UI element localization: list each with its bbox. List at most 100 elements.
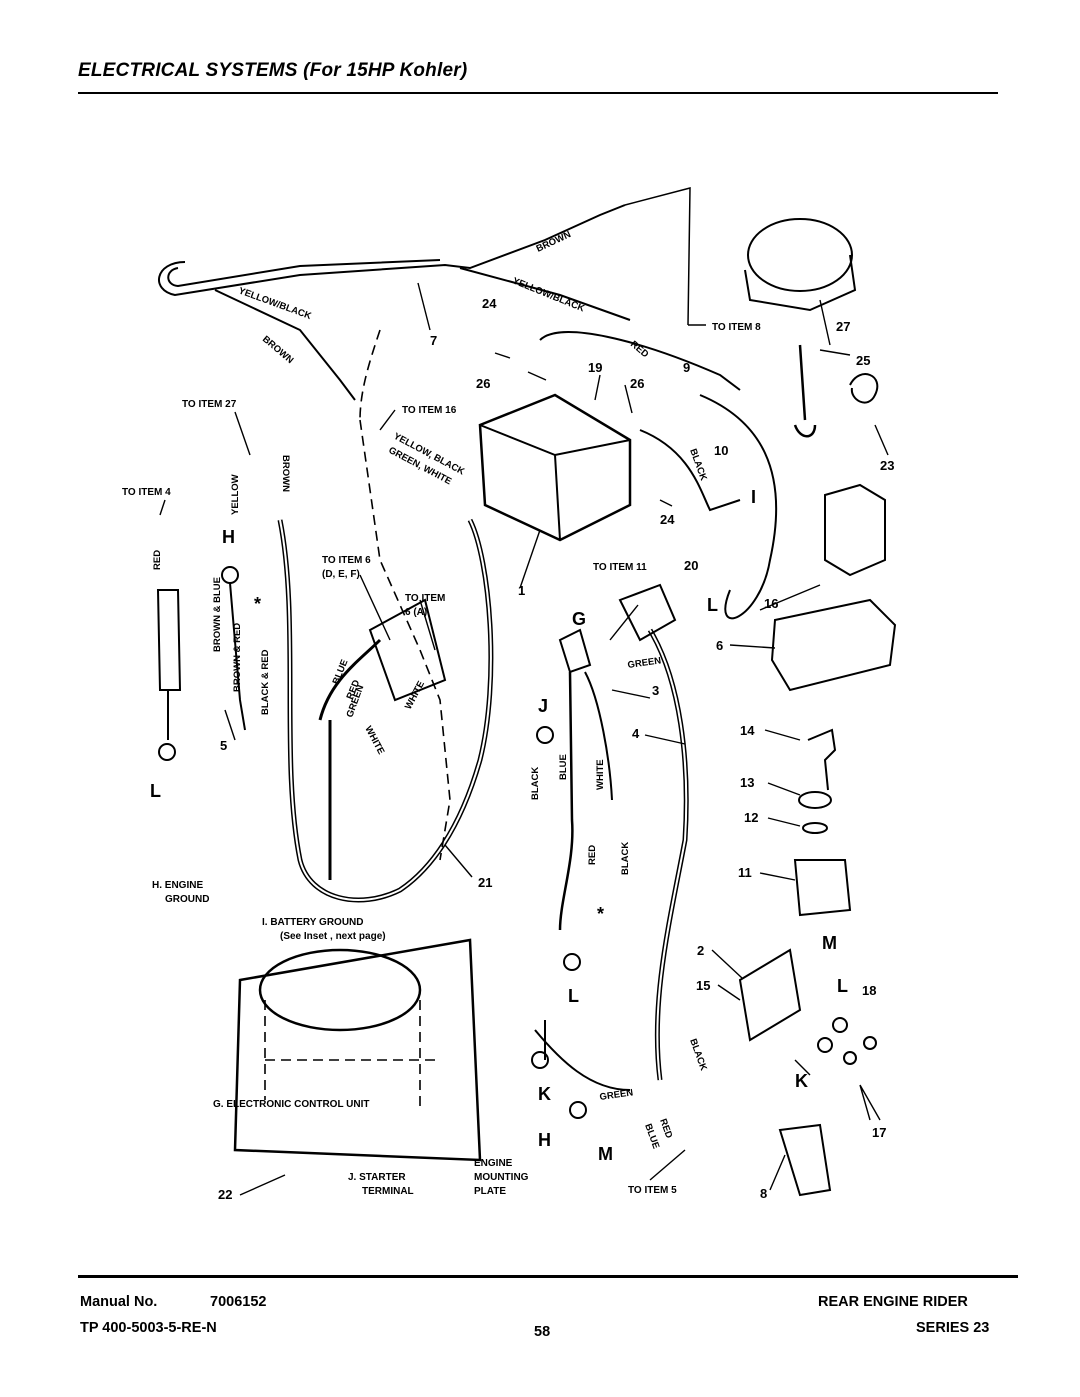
label-j-starter-a: J. STARTER bbox=[348, 1172, 406, 1183]
footer-series: SERIES 23 bbox=[916, 1320, 990, 1336]
callout-24a: 24 bbox=[482, 296, 497, 311]
callout-7: 7 bbox=[430, 333, 437, 348]
letter-i: I bbox=[751, 487, 756, 507]
callout-1: 1 bbox=[518, 583, 525, 598]
wire-black-4: BLACK bbox=[687, 1037, 709, 1072]
letter-l-1: L bbox=[150, 781, 161, 801]
ref-to-item-4: TO ITEM 4 bbox=[122, 487, 171, 498]
item-8-bracket bbox=[778, 1123, 832, 1197]
letter-k-1: K bbox=[538, 1084, 551, 1104]
callout-26b: 26 bbox=[630, 376, 644, 391]
wire-brown-red: BROWN & RED bbox=[232, 623, 243, 692]
title-rule bbox=[78, 92, 998, 94]
wire-10 bbox=[699, 394, 778, 620]
ref-to-item-16: TO ITEM 16 bbox=[402, 405, 457, 416]
ecu-connector-g bbox=[558, 628, 592, 674]
harness-top-loop-inner bbox=[167, 259, 441, 288]
callout-22: 22 bbox=[218, 1187, 232, 1202]
wire-white-2: WHITE bbox=[362, 724, 386, 756]
wire-3 bbox=[584, 671, 613, 801]
wire-black: BLACK bbox=[687, 447, 709, 482]
ref-to-item-6-def-b: (D, E, F) bbox=[322, 569, 360, 580]
ring-terminal-l bbox=[563, 953, 581, 971]
label-h-engine-ground-b: GROUND bbox=[165, 894, 209, 905]
label-mount-c: PLATE bbox=[474, 1186, 506, 1197]
footer-page-no: 58 bbox=[534, 1324, 551, 1340]
wire-brown-left: BROWN bbox=[260, 334, 295, 366]
ref-to-item-6a-a: TO ITEM bbox=[405, 593, 445, 604]
harness-21-branch bbox=[318, 638, 382, 880]
ref-to-item-27: TO ITEM 27 bbox=[182, 399, 237, 410]
callout-11: 11 bbox=[738, 865, 752, 880]
callout-26a: 26 bbox=[476, 376, 490, 391]
label-mount-b: MOUNTING bbox=[474, 1172, 529, 1183]
item-14-key bbox=[807, 728, 837, 791]
wire-blue-2: BLUE bbox=[558, 754, 569, 780]
item-27-relay bbox=[747, 218, 853, 292]
wire-black-3: BLACK bbox=[620, 842, 631, 875]
wire-black-red: BLACK & RED bbox=[260, 649, 271, 715]
label-i-battery-ground-b: (See Inset , next page) bbox=[280, 931, 386, 942]
item-23-clip bbox=[849, 373, 879, 404]
harness-top-loop bbox=[158, 204, 626, 297]
harness-21-dashed bbox=[359, 419, 451, 861]
callout-27: 27 bbox=[836, 319, 850, 334]
letter-l-3: L bbox=[837, 976, 848, 996]
harness-left-loop bbox=[359, 329, 381, 421]
item-2-bracket bbox=[738, 948, 802, 1042]
letter-l-4: L bbox=[568, 986, 579, 1006]
connector-to-item8-line bbox=[624, 187, 691, 326]
ref-to-item-5: TO ITEM 5 bbox=[628, 1185, 677, 1196]
label-j-starter-b: TERMINAL bbox=[362, 1186, 414, 1197]
callout-4: 4 bbox=[632, 726, 640, 741]
callout-20: 20 bbox=[684, 558, 698, 573]
letter-h-2: H bbox=[538, 1130, 551, 1150]
wire-black-2: BLACK bbox=[530, 767, 541, 800]
item-13-nut bbox=[798, 791, 832, 809]
wire-red-4: RED bbox=[587, 845, 598, 865]
wire-k bbox=[534, 1020, 631, 1091]
wire-yellow: YELLOW bbox=[230, 474, 241, 515]
fuse-holder bbox=[156, 589, 182, 691]
ring-terminal-5 bbox=[158, 743, 176, 761]
connector-def bbox=[368, 598, 447, 702]
footer-manual-no: 7006152 bbox=[210, 1294, 267, 1310]
letter-g: G bbox=[572, 609, 586, 629]
label-i-battery-ground-a: I. BATTERY GROUND bbox=[262, 917, 363, 928]
callout-14: 14 bbox=[740, 723, 755, 738]
page-title: ELECTRICAL SYSTEMS (For 15HP Kohler) bbox=[78, 60, 468, 81]
callout-12: 12 bbox=[744, 810, 758, 825]
wire-red-2: RED bbox=[152, 550, 163, 570]
callout-23: 23 bbox=[880, 458, 894, 473]
callout-25: 25 bbox=[856, 353, 870, 368]
callout-9: 9 bbox=[683, 360, 690, 375]
engine-flywheel bbox=[258, 948, 422, 1032]
battery-cable-black bbox=[639, 429, 741, 512]
wire-red: RED bbox=[628, 339, 651, 360]
wire-brown: BROWN bbox=[280, 455, 291, 492]
letter-l-2: L bbox=[707, 595, 718, 615]
callout-19: 19 bbox=[588, 360, 602, 375]
wire-j-blue-black bbox=[558, 671, 574, 931]
footer-tp: TP 400-5003-5-RE-N bbox=[80, 1320, 217, 1336]
callout-8: 8 bbox=[760, 1186, 767, 1201]
wire-blue-3: BLUE bbox=[642, 1122, 661, 1150]
item-11-ignition bbox=[793, 859, 852, 917]
wire-brown-top: BROWN bbox=[535, 229, 573, 255]
callout-15: 15 bbox=[696, 978, 710, 993]
wire-brown-blue: BROWN & BLUE bbox=[212, 577, 223, 652]
callout-10: 10 bbox=[714, 443, 728, 458]
letter-m-2: M bbox=[598, 1144, 613, 1164]
letter-h-1: H bbox=[222, 527, 235, 547]
callout-3: 3 bbox=[652, 683, 659, 698]
engine-mounting-plate bbox=[233, 938, 482, 1162]
letter-j: J bbox=[538, 696, 548, 716]
footer-rule bbox=[78, 1275, 1018, 1278]
harness-right-branch bbox=[459, 267, 631, 321]
item-25-cable bbox=[793, 344, 817, 438]
callout-6: 6 bbox=[716, 638, 723, 653]
callout-24b: 24 bbox=[660, 512, 675, 527]
callout-13: 13 bbox=[740, 775, 754, 790]
item-6-connector bbox=[770, 598, 897, 692]
ring-terminal-j bbox=[536, 726, 554, 744]
